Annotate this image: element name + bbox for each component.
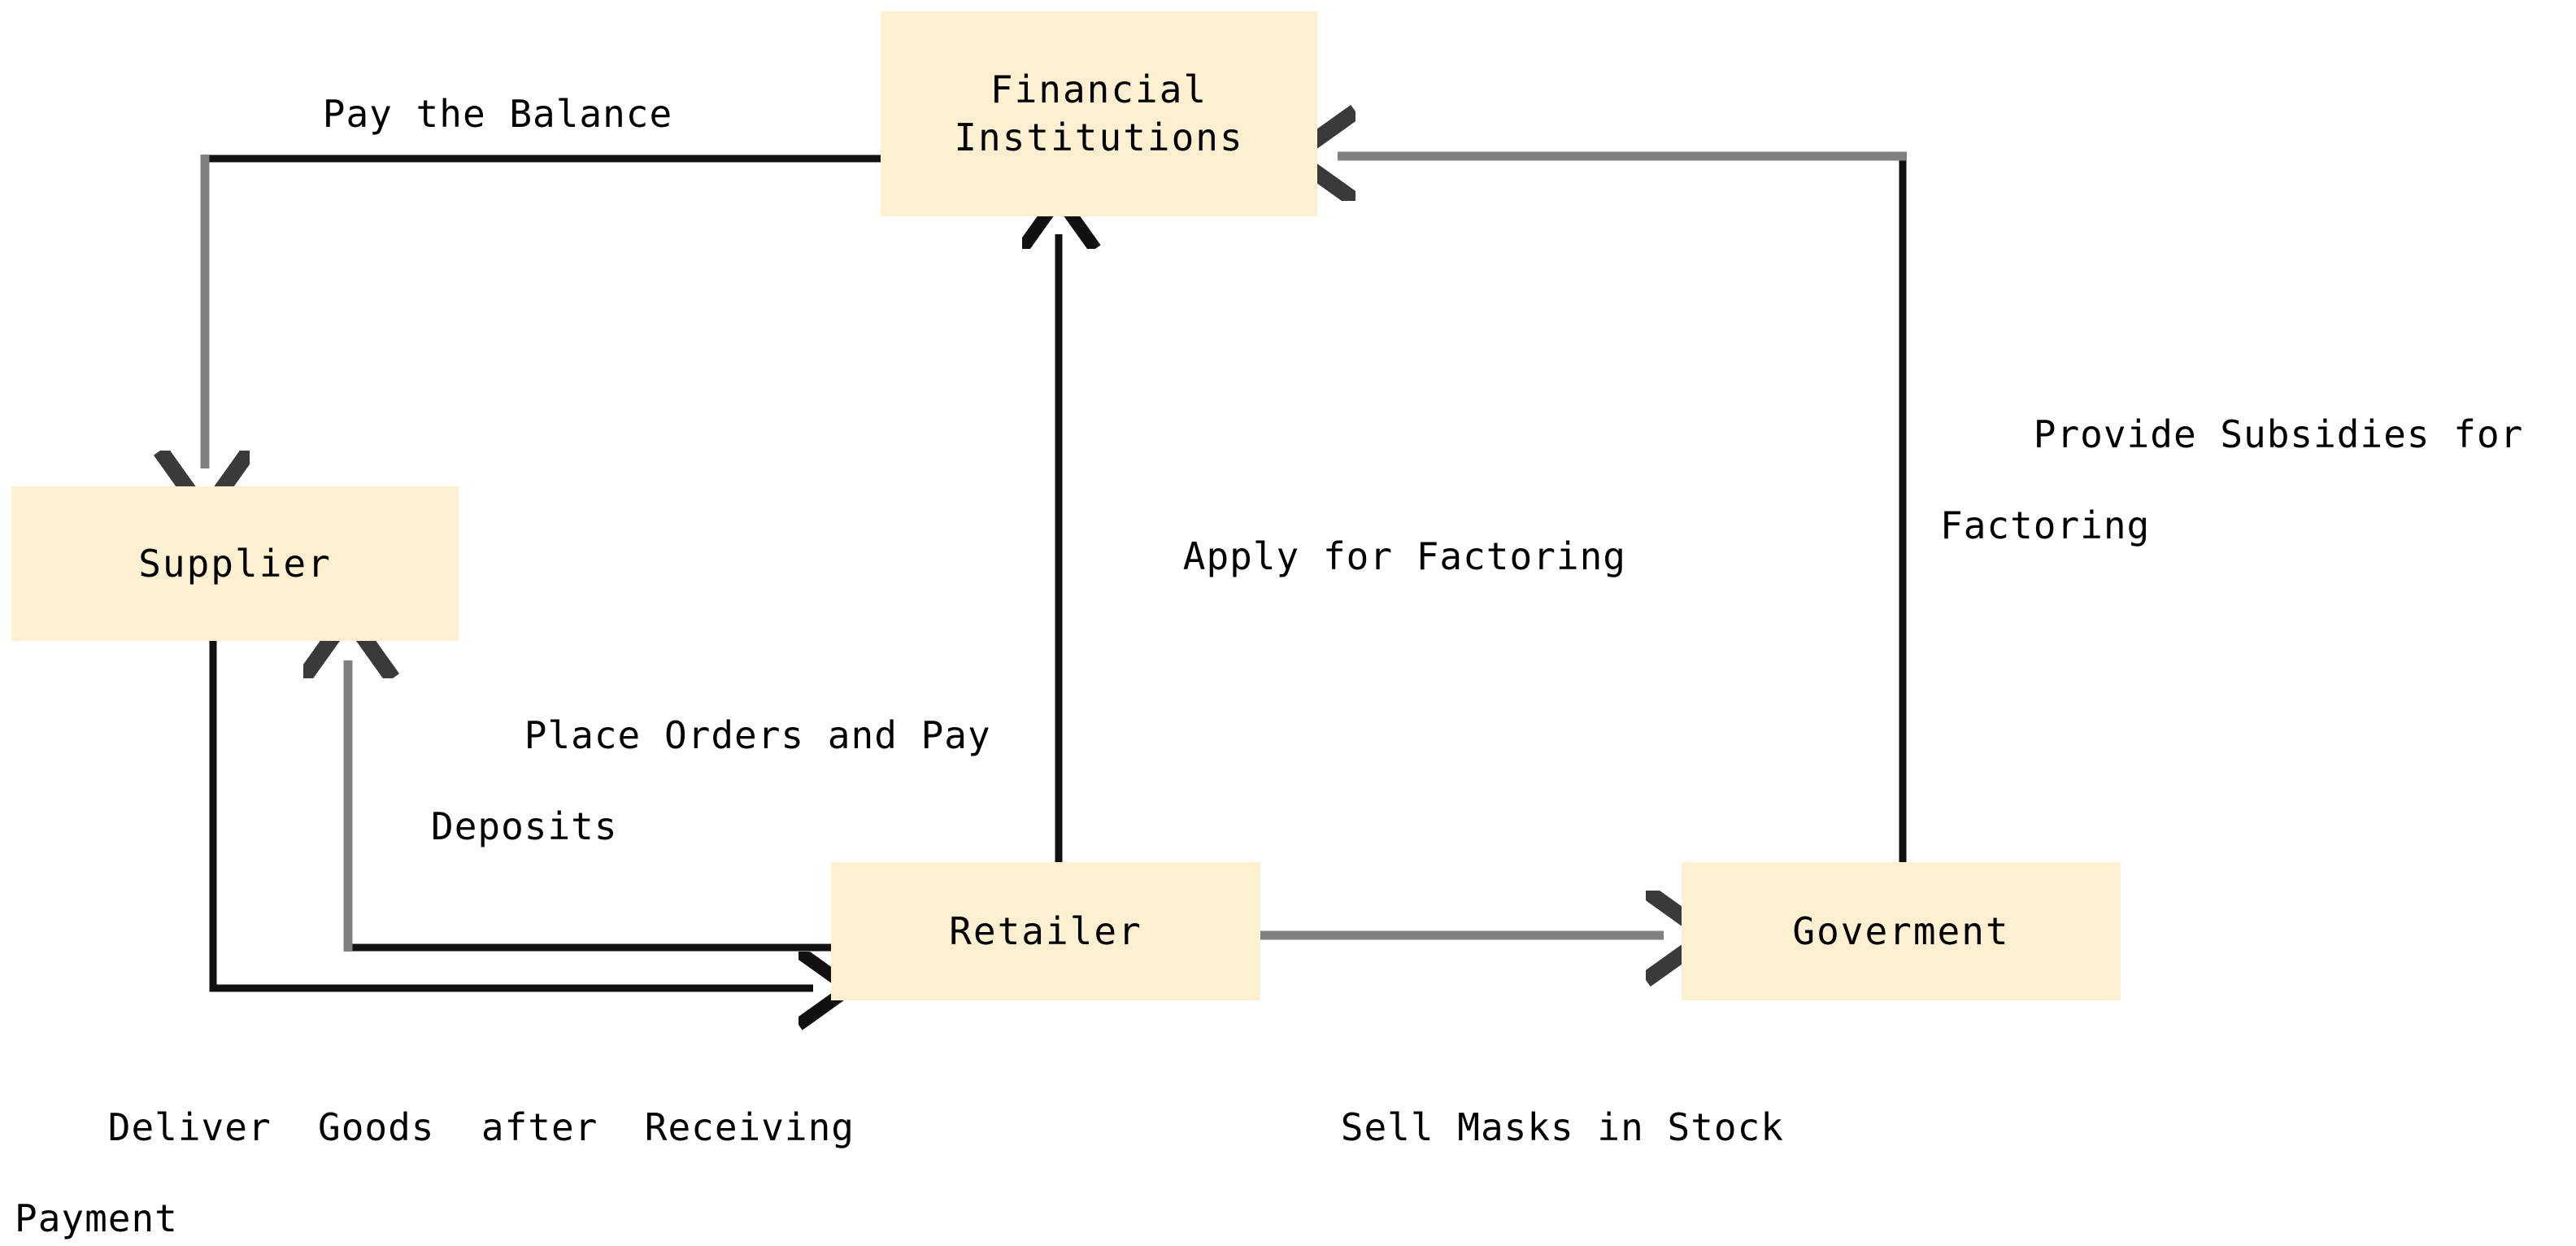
node-retailer[interactable]: Retailer xyxy=(831,862,1260,1000)
edge-label-apply-for-factoring-line1: Apply for Factoring xyxy=(1182,534,1626,579)
edge-label-sell-masks-in-stock: Sell Masks in Stock xyxy=(1247,1059,1784,1196)
edge-label-place-orders-and-pay-deposits-line2: Deposits xyxy=(431,804,618,849)
edge-label-deliver-goods-after-receiving-payment-line2: Payment xyxy=(15,1196,178,1241)
edge-label-apply-for-factoring: Apply for Factoring xyxy=(1090,488,1626,625)
node-supplier[interactable]: Supplier xyxy=(11,486,459,641)
edge-label-provide-subsidies-for-factoring: Provide Subsidies for Factoring xyxy=(1940,366,2523,640)
node-goverment-label: Goverment xyxy=(1792,908,2010,953)
node-supplier-label: Supplier xyxy=(138,541,332,586)
edge-label-place-orders-and-pay-deposits: Place Orders and Pay Deposits xyxy=(431,667,991,941)
edge-label-provide-subsidies-for-factoring-line1: Provide Subsidies for xyxy=(2033,412,2524,457)
node-financial-institutions-line1: Financial xyxy=(990,68,1208,112)
edge-label-sell-masks-in-stock-line1: Sell Masks in Stock xyxy=(1340,1105,1784,1150)
edge-label-provide-subsidies-for-factoring-line2: Factoring xyxy=(1940,503,2151,548)
node-retailer-label: Retailer xyxy=(949,908,1142,953)
edge-label-deliver-goods-after-receiving-payment-line1: Deliver Goods after Receiving xyxy=(107,1105,855,1150)
node-financial-institutions[interactable]: Financial Institutions xyxy=(881,11,1317,216)
edge-label-place-orders-and-pay-deposits-line1: Place Orders and Pay xyxy=(524,713,991,758)
node-financial-institutions-line2: Institutions xyxy=(954,115,1244,159)
node-goverment[interactable]: Goverment xyxy=(1682,862,2121,1000)
edge-pay-the-balance xyxy=(205,155,881,468)
edge-label-pay-the-balance-line1: Pay the Balance xyxy=(322,92,673,137)
edge-label-deliver-goods-after-receiving-payment: Deliver Goods after Receiving Payment xyxy=(15,1059,855,1246)
edge-label-pay-the-balance: Pay the Balance xyxy=(229,46,672,182)
